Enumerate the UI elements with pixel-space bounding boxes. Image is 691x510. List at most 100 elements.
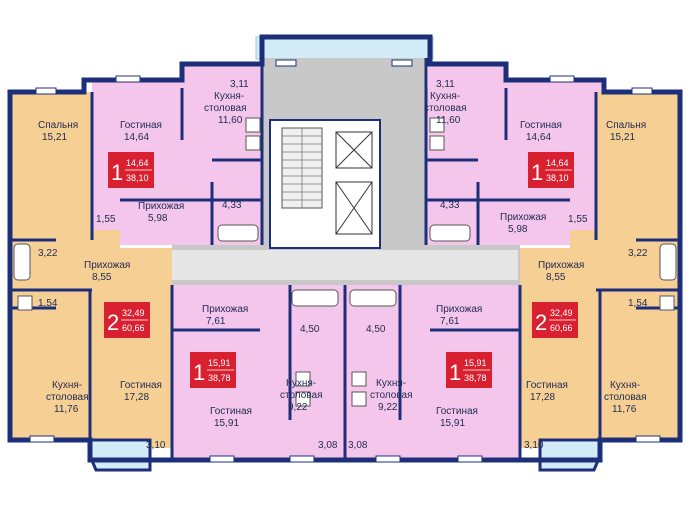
room-label-tl-bed-area: 15,21 (42, 132, 67, 143)
room-label-bl-kit-area: 9,22 (288, 402, 308, 413)
room-label-tr-liv-area: 14,64 (526, 132, 551, 143)
room-label-mr-kit-name1: Кухня- (610, 380, 640, 391)
corridor-light (172, 250, 518, 280)
room-label-ml-kit-area: 11,76 (54, 404, 79, 415)
room-label-ml-kit-name2: столовая (46, 392, 89, 403)
room-label-tl-liv-area: 14,64 (124, 132, 149, 143)
room-label-br-kit-name2: столовая (370, 390, 413, 401)
room-label-ml-liv-name: Гостиная (120, 380, 162, 391)
bay-window-right (538, 438, 602, 472)
room-label-mr-liv-area: 17,28 (530, 392, 555, 403)
room-label-ml-kit-name1: Кухня- (52, 380, 82, 391)
room-label-mr-hall-name: Прихожая (538, 260, 584, 271)
room-label-tr-balc-area: 3,11 (436, 79, 455, 90)
room-label-bl-308: 3,08 (318, 440, 338, 451)
room-label-bl-450: 4,50 (300, 324, 320, 335)
room-label-br-308: 3,08 (348, 440, 368, 451)
kitchen-stoves (17, 117, 675, 407)
walls (7, 34, 683, 463)
room-label-tl-kit-name1: Кухня- (214, 91, 244, 102)
badge-living-area: 32,49 (122, 308, 145, 318)
badge-living-area: 14,64 (546, 158, 569, 168)
room-label-tl-bed-name: Спальня (38, 120, 78, 131)
room-label-br-450: 4,50 (366, 324, 386, 335)
badge-living-area: 15,91 (464, 358, 487, 368)
apartment-top-right[interactable] (426, 80, 604, 245)
room-label-tr-kit-name2: столовая (424, 103, 467, 114)
room-label-tr-bath-area: 4,33 (440, 200, 460, 211)
room-label-tr-bed-area: 15,21 (610, 132, 635, 143)
badge-rooms: 1 (449, 360, 461, 385)
badge-total-area: 38,78 (464, 373, 487, 383)
room-label-ml-hall-area: 8,55 (92, 272, 112, 283)
badge-total-area: 38,78 (208, 373, 231, 383)
room-label-br-hall-area: 7,61 (440, 316, 460, 327)
room-label-tl-balc-area: 3,11 (230, 79, 249, 90)
room-label-tl-liv-name: Гостиная (120, 120, 162, 131)
room-label-bl-hall-area: 7,61 (206, 316, 226, 327)
room-label-tl-kit-name2: столовая (204, 103, 247, 114)
room-label-bl-liv-area: 15,91 (214, 418, 239, 429)
room-label-mr-kit-area: 11,76 (612, 404, 637, 415)
badge-total-area: 60,66 (122, 323, 145, 333)
balcony-tr-glass (428, 64, 508, 90)
room-label-br-hall-name: Прихожая (436, 304, 482, 315)
bathtubs (13, 224, 677, 307)
room-label-br-kit-name1: Кухня- (376, 378, 406, 389)
room-label-br-liv-name: Гостиная (436, 406, 478, 417)
room-label-tl-kit-area: 11,60 (218, 115, 243, 126)
room-label-mr-154: 1,54 (628, 298, 648, 309)
room-label-mr-liv-name: Гостиная (526, 380, 568, 391)
room-label-tr-kit-name1: Кухня- (430, 91, 460, 102)
room-label-mr-310: 3,10 (524, 440, 544, 451)
room-label-bl-kit-name1: Кухня- (286, 378, 316, 389)
room-label-tr-hall-area: 5,98 (508, 224, 528, 235)
room-label-bl-kit-name2: столовая (280, 390, 323, 401)
badge-rooms: 1 (111, 160, 123, 185)
badge-rooms: 1 (193, 360, 205, 385)
badge-total-area: 38,10 (546, 173, 569, 183)
room-label-tr-155: 1,55 (568, 214, 588, 225)
inner-walls (10, 58, 680, 460)
room-label-ml-322: 3,22 (38, 248, 58, 259)
room-label-tr-kit-area: 11,60 (436, 115, 461, 126)
room-label-ml-310: 3,10 (146, 440, 166, 451)
badge-rooms: 1 (531, 160, 543, 185)
room-label-ml-hall-name: Прихожая (84, 260, 130, 271)
room-label-tl-hall-area: 5,98 (148, 213, 168, 224)
room-label-br-kit-area: 9,22 (378, 402, 398, 413)
apartment-bottom-right[interactable] (346, 285, 520, 460)
badge-total-area: 60,66 (550, 323, 573, 333)
badge-living-area: 32,49 (550, 308, 573, 318)
lobby-glass (255, 36, 434, 60)
room-labels: Спальня15,21Гостиная14,64Кухня-столовая1… (38, 79, 648, 451)
room-label-tl-hall-name: Прихожая (138, 201, 184, 212)
badge-living-area: 14,64 (126, 158, 149, 168)
badge-rooms: 2 (107, 310, 119, 335)
bay-window-left (88, 438, 152, 472)
windows (29, 59, 661, 463)
room-label-ml-liv-area: 17,28 (124, 392, 149, 403)
room-label-mr-kit-name2: столовая (604, 392, 647, 403)
room-label-tr-bed-name: Спальня (606, 120, 646, 131)
stair-treads (282, 128, 322, 208)
room-label-tl-155: 1,55 (96, 214, 116, 225)
room-label-tr-liv-name: Гостиная (520, 120, 562, 131)
badge-living-area: 15,91 (208, 358, 231, 368)
room-label-mr-322: 3,22 (628, 248, 648, 259)
balcony-tl-glass (180, 64, 262, 90)
badge-rooms: 2 (535, 310, 547, 335)
apartment-top-left[interactable] (84, 80, 262, 245)
room-label-ml-154: 1,54 (38, 298, 58, 309)
room-label-bl-liv-name: Гостиная (210, 406, 252, 417)
room-label-br-liv-area: 15,91 (440, 418, 465, 429)
room-label-bl-hall-name: Прихожая (202, 304, 248, 315)
